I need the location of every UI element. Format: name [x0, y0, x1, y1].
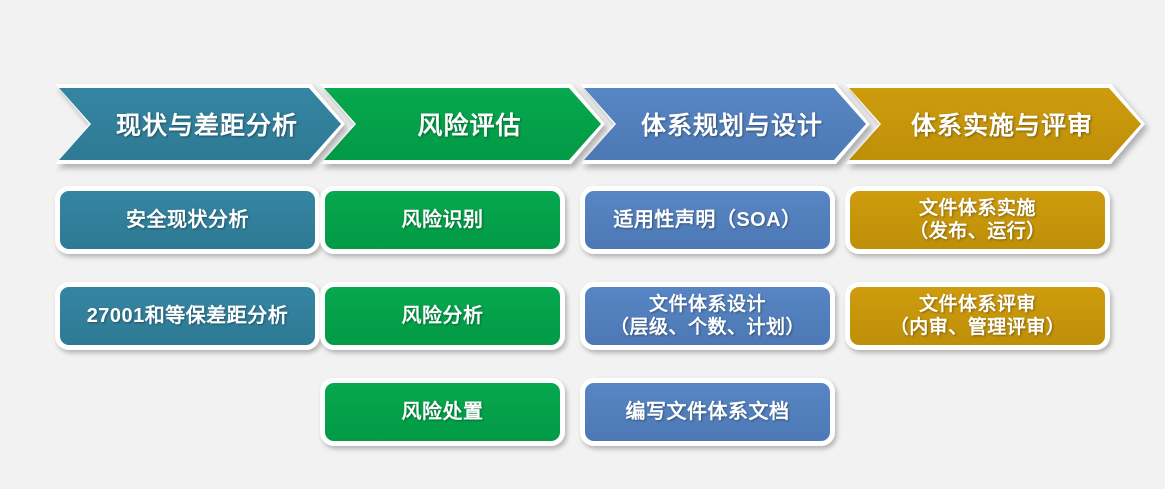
task-box[interactable]: 文件体系实施 （发布、运行） — [845, 186, 1110, 254]
task-box[interactable]: 文件体系设计 （层级、个数、计划） — [580, 282, 835, 350]
phase-chevron-4[interactable]: 体系实施与评审 — [845, 84, 1145, 164]
task-box-label: 文件体系评审 （内审、管理评审） — [889, 293, 1066, 338]
task-box[interactable]: 安全现状分析 — [55, 186, 320, 254]
phase-column-3: 适用性声明（SOA） 文件体系设计 （层级、个数、计划） 编写文件体系文档 — [580, 186, 870, 474]
task-box-label: 风险分析 — [401, 304, 484, 327]
phase-chevron-band: 现状与差距分析 风险评估 体系规划与设计 体系实施与评审 — [0, 84, 1165, 164]
phase-chevron-3[interactable]: 体系规划与设计 — [580, 84, 870, 164]
task-box[interactable]: 风险识别 — [320, 186, 565, 254]
phase-chevron-label-4: 体系实施与评审 — [910, 112, 1093, 140]
task-box-label: 文件体系实施 （发布、运行） — [909, 197, 1046, 242]
chevron-fill-2 — [324, 88, 601, 160]
phase-column-2: 风险识别 风险分析 风险处置 — [320, 186, 605, 474]
task-box-label: 编写文件体系文档 — [625, 400, 790, 423]
phase-column-1: 安全现状分析 27001和等保差距分析 — [55, 186, 345, 378]
task-box-label: 风险识别 — [401, 208, 484, 231]
chevron-fill-1 — [59, 88, 341, 160]
phase-chevron-1[interactable]: 现状与差距分析 — [55, 84, 345, 164]
task-box[interactable]: 风险处置 — [320, 378, 565, 446]
task-box-label: 风险处置 — [401, 400, 484, 423]
task-box-label: 适用性声明（SOA） — [613, 208, 802, 231]
chevron-fill-4 — [849, 88, 1141, 160]
task-box-label: 安全现状分析 — [126, 208, 249, 231]
task-box[interactable]: 风险分析 — [320, 282, 565, 350]
phase-column-4: 文件体系实施 （发布、运行） 文件体系评审 （内审、管理评审） — [845, 186, 1145, 378]
phase-chevron-label-3: 体系规划与设计 — [640, 112, 823, 140]
task-box[interactable]: 文件体系评审 （内审、管理评审） — [845, 282, 1110, 350]
task-box[interactable]: 适用性声明（SOA） — [580, 186, 835, 254]
task-box-label: 27001和等保差距分析 — [86, 304, 289, 327]
task-box[interactable]: 27001和等保差距分析 — [55, 282, 320, 350]
chevron-fill-3 — [584, 88, 866, 160]
task-box[interactable]: 编写文件体系文档 — [580, 378, 835, 446]
phase-chevron-label-2: 风险评估 — [417, 112, 522, 140]
phase-chevron-2[interactable]: 风险评估 — [320, 84, 605, 164]
phase-chevron-label-1: 现状与差距分析 — [115, 112, 298, 140]
task-box-label: 文件体系设计 （层级、个数、计划） — [609, 293, 805, 338]
